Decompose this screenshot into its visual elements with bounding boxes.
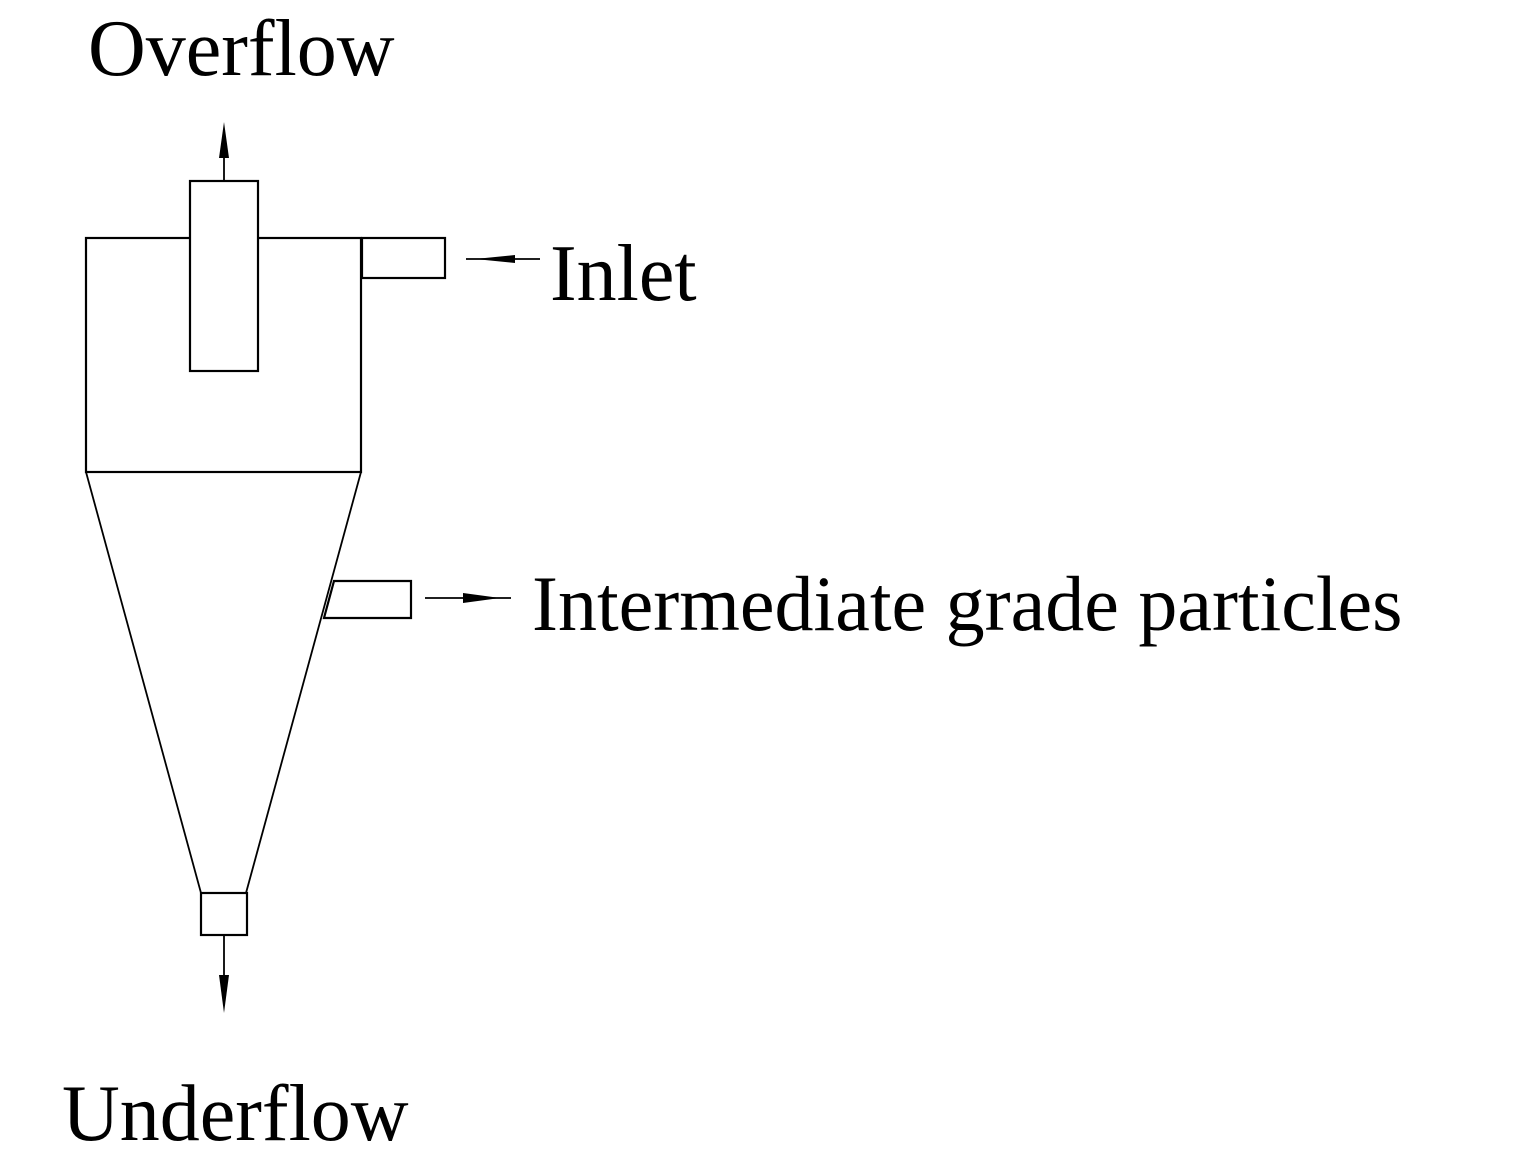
inlet-pipe [360,236,447,280]
overflow-label: Overflow [88,5,395,93]
overflow-arrow [219,122,229,181]
inlet-label: Inlet [550,230,697,318]
intermediate-label: Intermediate grade particles [532,560,1403,647]
cone-right-wall [245,471,362,894]
underflow-label: Underflow [62,1070,409,1158]
apex-nozzle [199,891,249,937]
intermediate-arrow [425,593,511,603]
vortex-finder-pipe [188,179,260,373]
intermediate-outlet-pipe [322,579,413,620]
cone-left-wall [85,471,202,894]
inlet-arrow [466,255,540,263]
underflow-arrow [219,935,229,1013]
